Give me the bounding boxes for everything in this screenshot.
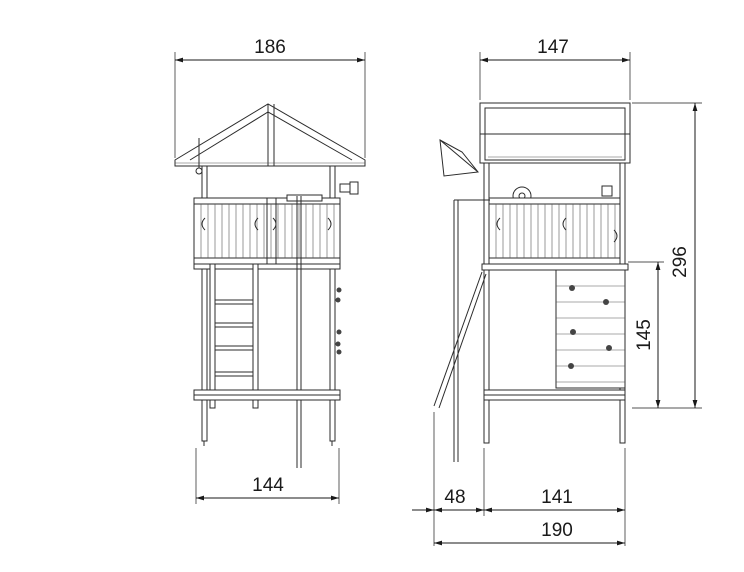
slide <box>433 199 490 462</box>
dim-slide-offset: 48 <box>444 487 465 508</box>
front-ladder <box>209 263 259 409</box>
front-wall-panel <box>193 194 341 265</box>
side-post-left <box>483 162 490 444</box>
dimension-lines <box>174 52 702 546</box>
climbing-wall <box>555 269 626 389</box>
dim-platform-height: 145 <box>634 319 655 351</box>
telescope-icon <box>339 181 359 195</box>
dim-front-top-width: 186 <box>254 37 286 58</box>
front-view <box>174 103 366 468</box>
climbing-holds <box>335 287 342 355</box>
front-deck <box>193 263 341 270</box>
side-wall-panel <box>488 197 621 265</box>
dim-side-base-width: 141 <box>541 487 573 508</box>
dim-side-top-width: 147 <box>537 37 569 58</box>
dim-total-height: 296 <box>670 246 691 278</box>
side-deck <box>481 263 629 271</box>
dim-total-depth: 190 <box>541 520 573 541</box>
side-telescope-icon <box>601 185 613 197</box>
front-roof <box>174 103 366 167</box>
side-view <box>433 102 631 462</box>
side-roof <box>479 102 631 164</box>
dim-front-base-width: 144 <box>252 475 284 496</box>
